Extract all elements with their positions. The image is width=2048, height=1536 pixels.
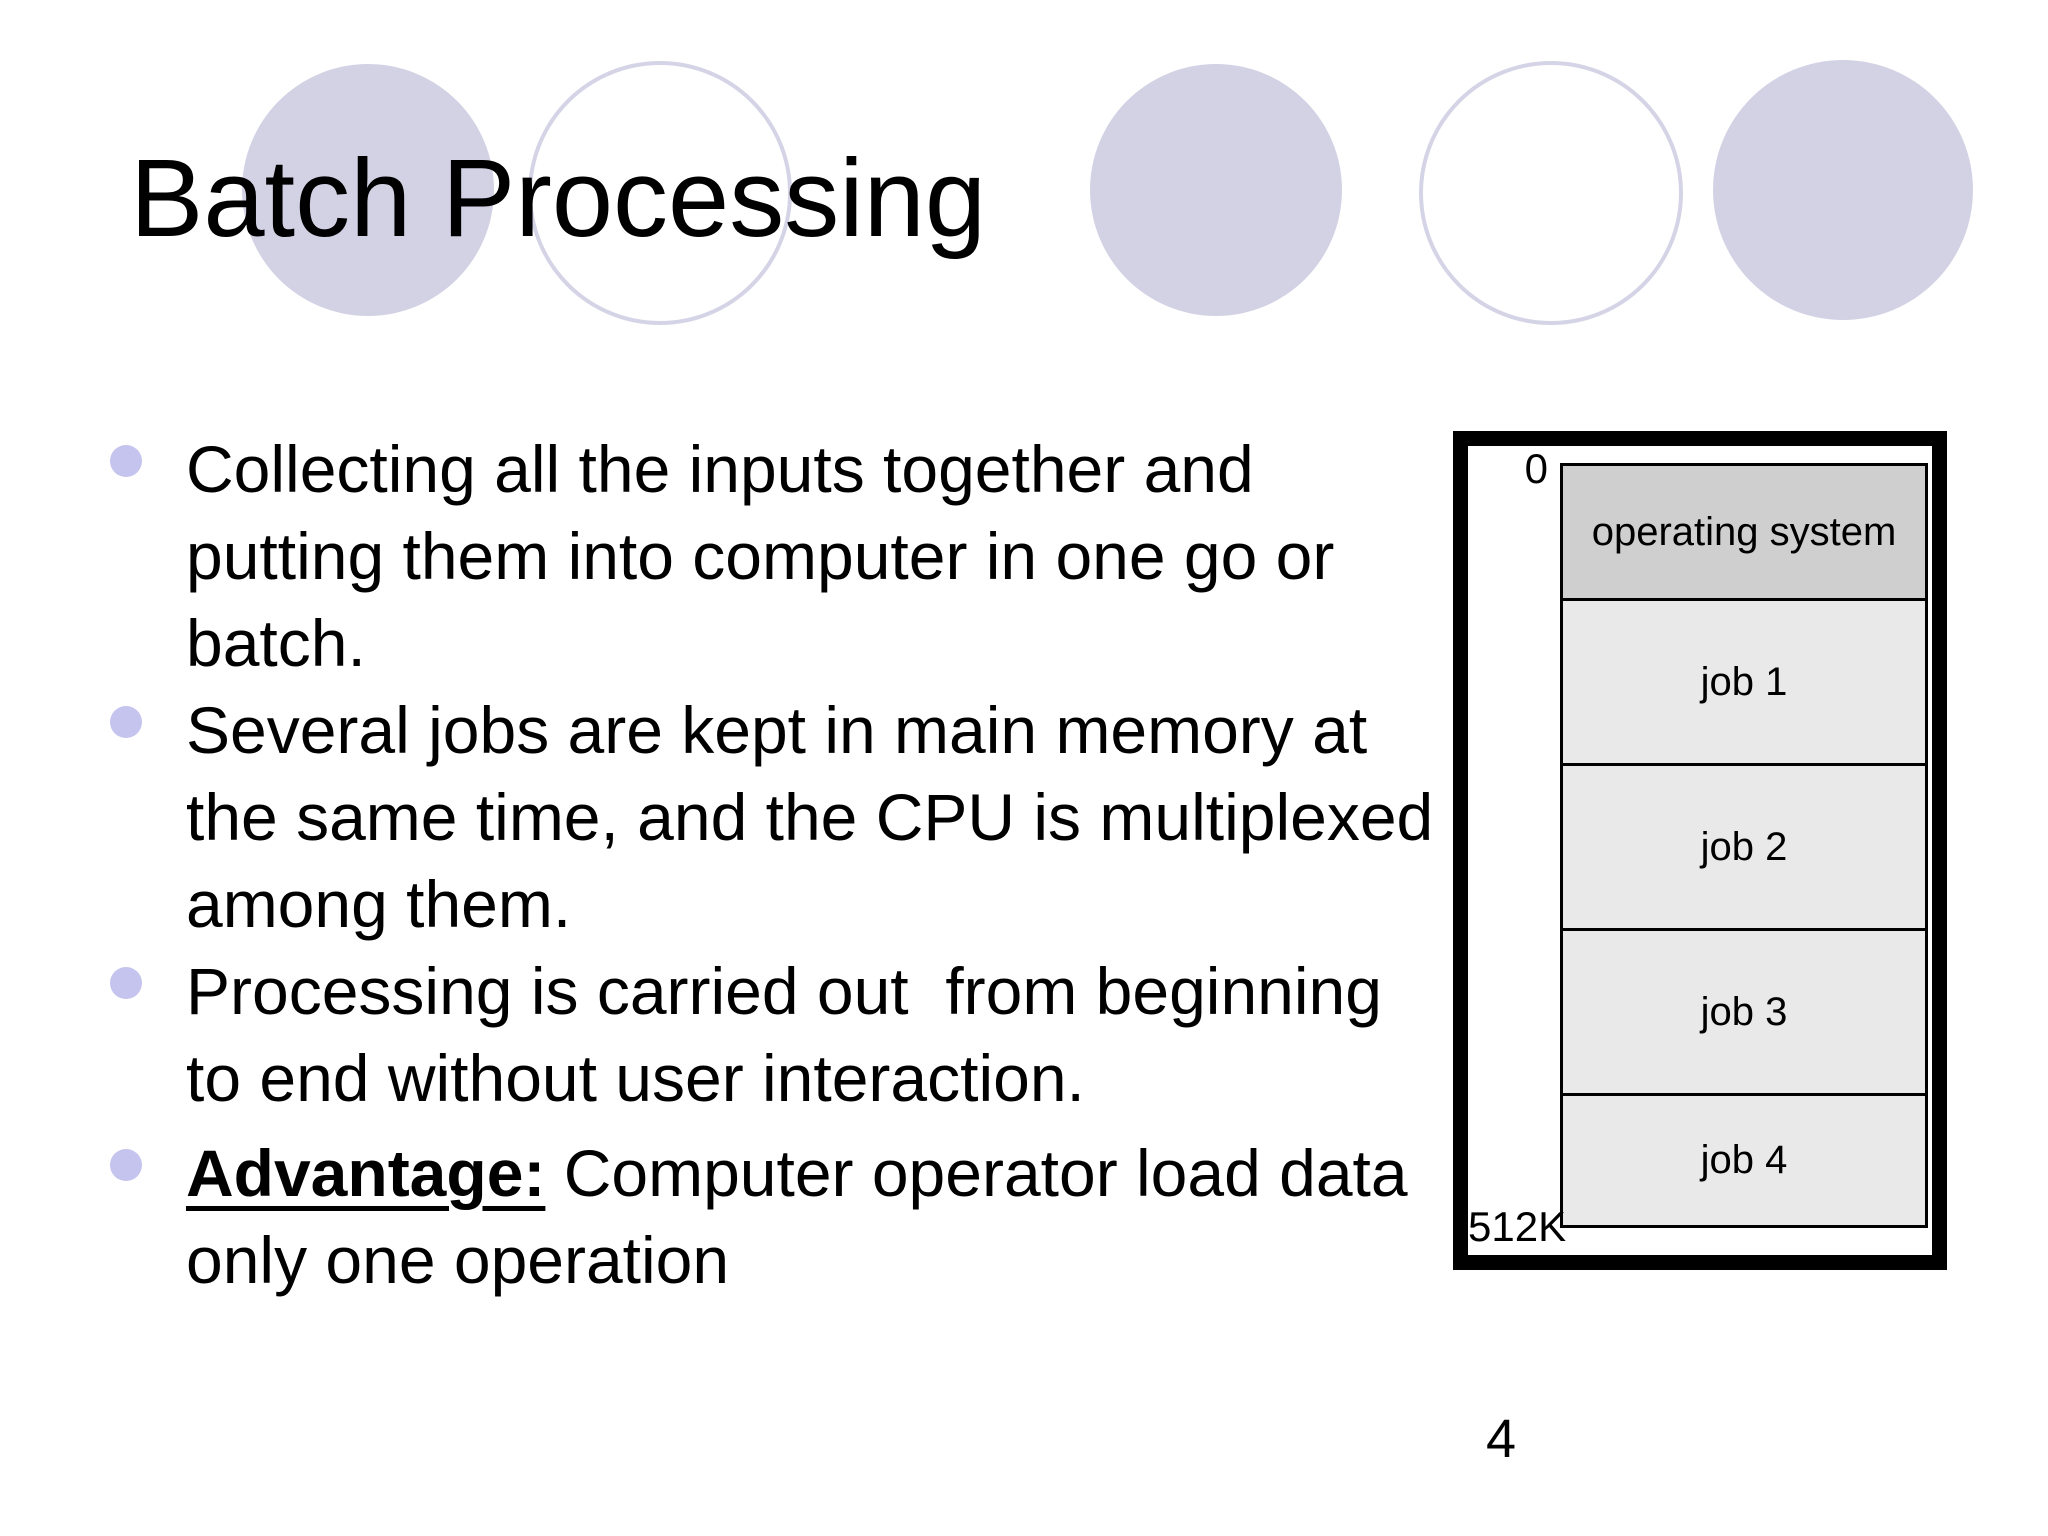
bullet-line: only one operation [186, 1223, 730, 1297]
bullet-dot-icon [110, 967, 142, 999]
bullet-text: Several jobs are kept in main memory at … [186, 687, 1433, 948]
memory-diagram: 0 operating system job 1 job 2 job 3 job… [1453, 431, 1947, 1270]
bullet-item-several-jobs: Several jobs are kept in main memory at … [110, 687, 1530, 948]
memory-box-job-2: job 2 [1560, 763, 1928, 931]
decorative-circle-outlined-2 [1419, 61, 1683, 325]
bullet-item-advantage: Advantage: Computer operator load data o… [110, 1130, 1530, 1304]
bullet-text: Processing is carried out from beginning… [186, 948, 1382, 1122]
bullet-line: putting them into computer in one go or [186, 519, 1335, 593]
bullet-line: Advantage: Computer operator load data [186, 1130, 1408, 1217]
bullet-dot-icon [110, 445, 142, 477]
memory-box-operating-system: operating system [1560, 463, 1928, 601]
page-title: Batch Processing [130, 137, 986, 260]
bullet-line: to end without user interaction. [186, 1041, 1085, 1115]
memory-box-job-3: job 3 [1560, 928, 1928, 1096]
advantage-label: Advantage: [186, 1136, 546, 1210]
bullet-line: batch. [186, 606, 366, 680]
memory-box-job-1: job 1 [1560, 598, 1928, 766]
bullet-text: Collecting all the inputs together and p… [186, 426, 1334, 687]
bullet-item-collecting: Collecting all the inputs together and p… [110, 426, 1530, 687]
page-number: 4 [1485, 1409, 1517, 1469]
decorative-circle-filled-2 [1090, 64, 1342, 316]
memory-box-job-4: job 4 [1560, 1093, 1928, 1228]
memory-address-512k-label: 512K [1468, 1203, 1567, 1250]
memory-address-zero-label: 0 [1524, 445, 1548, 492]
bullet-text: Advantage: Computer operator load data o… [186, 1130, 1408, 1304]
bullet-line: Collecting all the inputs together and [186, 432, 1254, 506]
bullet-item-processing: Processing is carried out from beginning… [110, 948, 1530, 1122]
memory-box-column: operating system job 1 job 2 job 3 job 4 [1560, 463, 1928, 1228]
bullet-dot-icon [110, 706, 142, 738]
bullet-line: the same time, and the CPU is multiplexe… [186, 780, 1434, 854]
decorative-circle-outlined-1 [528, 61, 792, 325]
bullet-line: Several jobs are kept in main memory at [186, 693, 1368, 767]
bullet-line: Processing is carried out from beginning [186, 954, 1382, 1028]
decorative-circle-filled-1 [242, 64, 494, 316]
advantage-text: Computer operator load data [545, 1136, 1408, 1210]
decorative-circle-filled-3 [1713, 60, 1973, 320]
bullet-dot-icon [110, 1149, 142, 1181]
bullet-line: among them. [186, 867, 572, 941]
bullet-list: Collecting all the inputs together and p… [110, 426, 1530, 1304]
